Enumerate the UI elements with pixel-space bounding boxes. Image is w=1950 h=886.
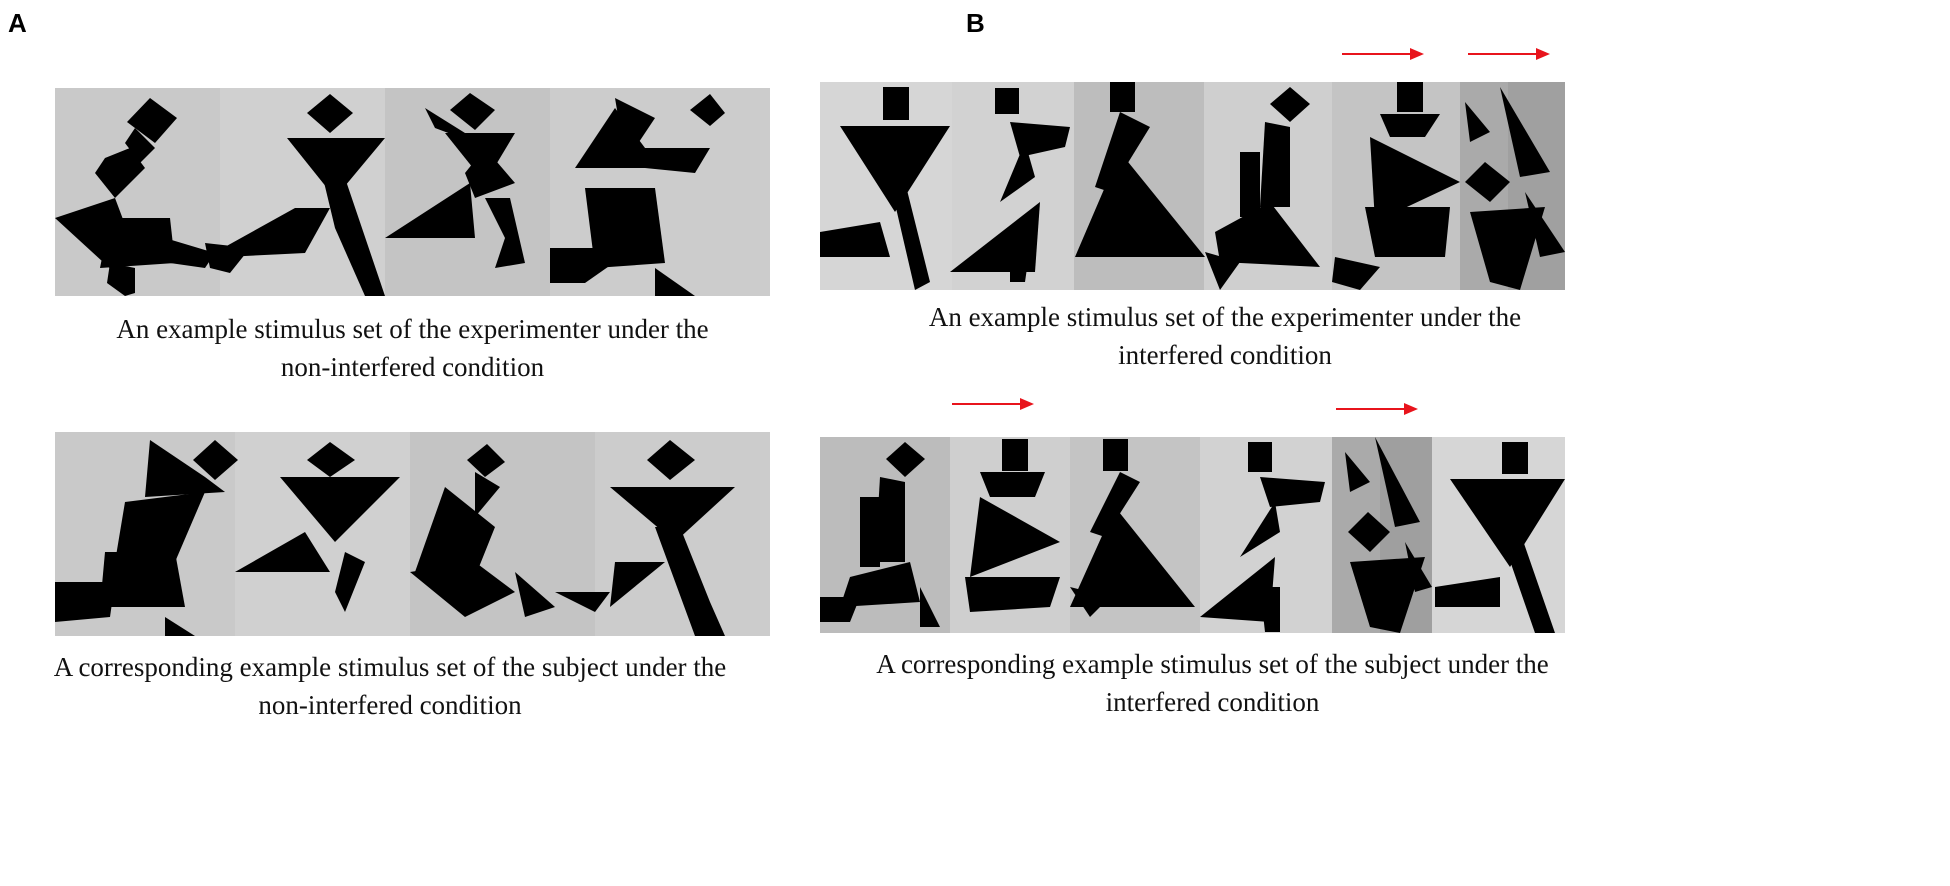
caption-b-subject: A corresponding example stimulus set of …: [850, 645, 1575, 721]
caption-b-experimenter: An example stimulus set of the experimen…: [900, 298, 1550, 374]
tangram-figure-icon: [55, 432, 770, 636]
caption-a-experimenter: An example stimulus set of the experimen…: [55, 310, 770, 386]
caption-line: non-interfered condition: [258, 690, 522, 720]
panel-label-a: A: [8, 8, 27, 38]
caption-line: A corresponding example stimulus set of …: [876, 649, 1549, 679]
right-arrow-icon: [1468, 48, 1550, 60]
caption-a-subject: A corresponding example stimulus set of …: [10, 648, 770, 724]
caption-line: An example stimulus set of the experimen…: [116, 314, 709, 344]
tangram-figure-icon: [820, 437, 1565, 633]
right-arrow-icon: [952, 398, 1034, 410]
stimulus-strip-a-subject: [55, 432, 770, 636]
tangram-figure-icon: [55, 88, 770, 296]
stimulus-strip-b-experimenter: [820, 82, 1565, 290]
tangram-figure-icon: [820, 82, 1565, 290]
stimulus-strip-a-experimenter: [55, 88, 770, 296]
right-arrow-icon: [1342, 48, 1424, 60]
panel-label-b: B: [966, 8, 985, 38]
right-arrow-icon: [1336, 403, 1418, 415]
caption-line: non-interfered condition: [280, 352, 545, 382]
caption-line: interfered condition: [1118, 340, 1332, 370]
caption-line: interfered condition: [1105, 687, 1320, 717]
stimulus-strip-b-subject: [820, 437, 1565, 633]
caption-line: An example stimulus set of the experimen…: [928, 302, 1522, 332]
caption-line: A corresponding example stimulus set of …: [53, 652, 727, 682]
